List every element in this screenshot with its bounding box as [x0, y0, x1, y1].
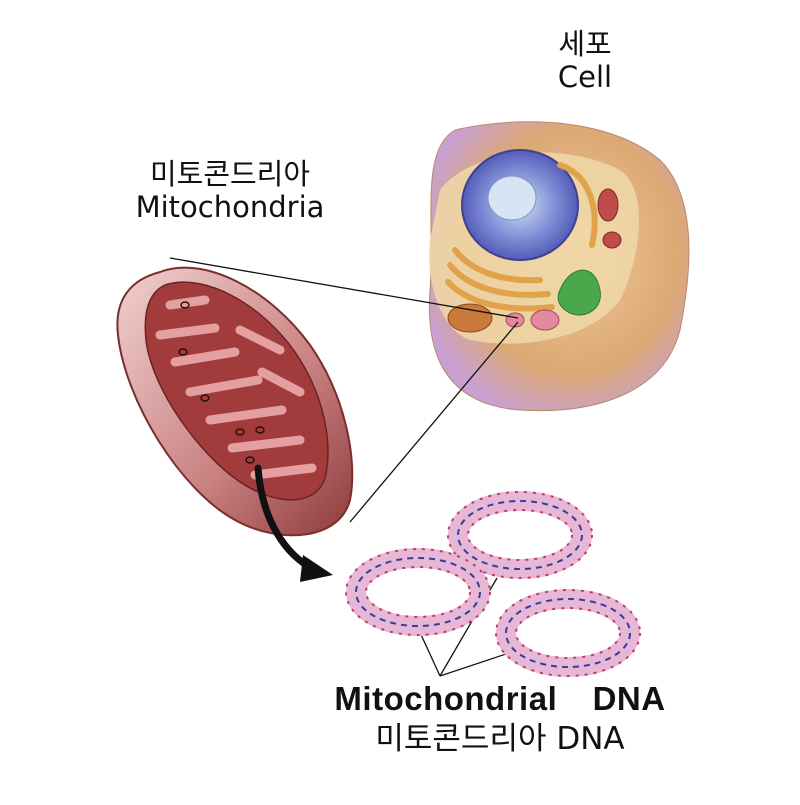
dna-ring-right: [495, 589, 641, 677]
mitochondrion-enlarged: [116, 266, 354, 537]
cell-mitochondria: [447, 188, 622, 333]
pointer-lines: [169, 257, 519, 677]
cell-label-en: Cell: [557, 60, 613, 95]
curved-arrow: [254, 464, 333, 582]
mitochondria-label: 미토콘드리아 Mitochondria: [100, 157, 360, 225]
mtdna-label: Mitochondrial DNA 미토콘드리아 DNA: [290, 680, 710, 758]
dna-ring-top: [447, 491, 593, 579]
cell: [428, 121, 690, 412]
mito-cristae: [155, 295, 317, 480]
pointer-line-cell-to-dna: [349, 321, 519, 523]
mtdna-label-ko: 미토콘드리아 DNA: [375, 720, 625, 757]
mtdna-label-en: Mitochondrial DNA: [334, 680, 666, 717]
cell-label: 세포 Cell: [520, 27, 650, 95]
mtdna-rings: [345, 491, 641, 677]
nucleolus: [487, 175, 537, 221]
pointer-line-label-dna-3: [439, 651, 513, 677]
green-organelle: [557, 269, 601, 316]
mitochondria-label-ko: 미토콘드리아: [149, 157, 311, 191]
mito-dna-dots: [178, 301, 265, 464]
mitochondria-label-en: Mitochondria: [135, 190, 325, 225]
cell-label-ko: 세포: [558, 27, 612, 61]
pointer-line-mito-to-cell: [169, 257, 519, 319]
dna-ring-left: [345, 548, 491, 636]
pointer-line-label-dna-1: [417, 627, 441, 677]
golgi-apparatus: [445, 162, 598, 312]
